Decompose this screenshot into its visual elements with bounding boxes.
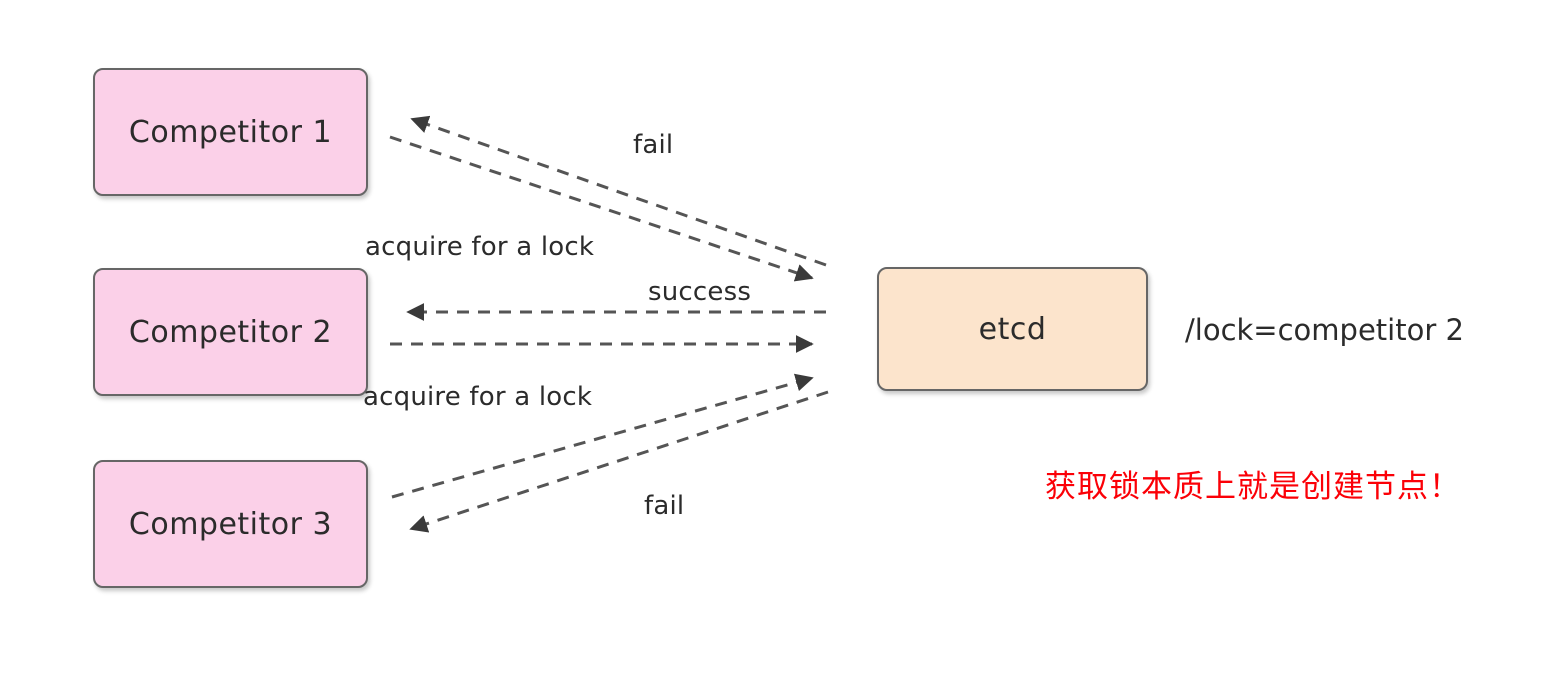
lock-key-value-label: /lock=competitor 2 [1185, 313, 1464, 347]
node-competitor-2[interactable]: Competitor 2 [93, 268, 368, 396]
node-etcd[interactable]: etcd [877, 267, 1148, 391]
note-create-node: 获取锁本质上就是创建节点！ [1045, 469, 1461, 505]
edge-label-success: success [648, 277, 752, 307]
edge-label-fail-bottom: fail [644, 491, 685, 521]
node-competitor-1-label: Competitor 1 [128, 114, 333, 150]
node-competitor-1[interactable]: Competitor 1 [93, 68, 368, 196]
node-competitor-2-label: Competitor 2 [128, 314, 333, 350]
edge-label-acquire-bottom: acquire for a lock [363, 382, 593, 412]
edge-label-acquire-top: acquire for a lock [365, 232, 595, 262]
node-etcd-label: etcd [978, 311, 1047, 347]
edge-c3-response-fail [409, 390, 829, 533]
node-competitor-3[interactable]: Competitor 3 [93, 460, 368, 588]
edge-label-fail-top: fail [633, 130, 674, 160]
node-competitor-3-label: Competitor 3 [128, 506, 333, 542]
